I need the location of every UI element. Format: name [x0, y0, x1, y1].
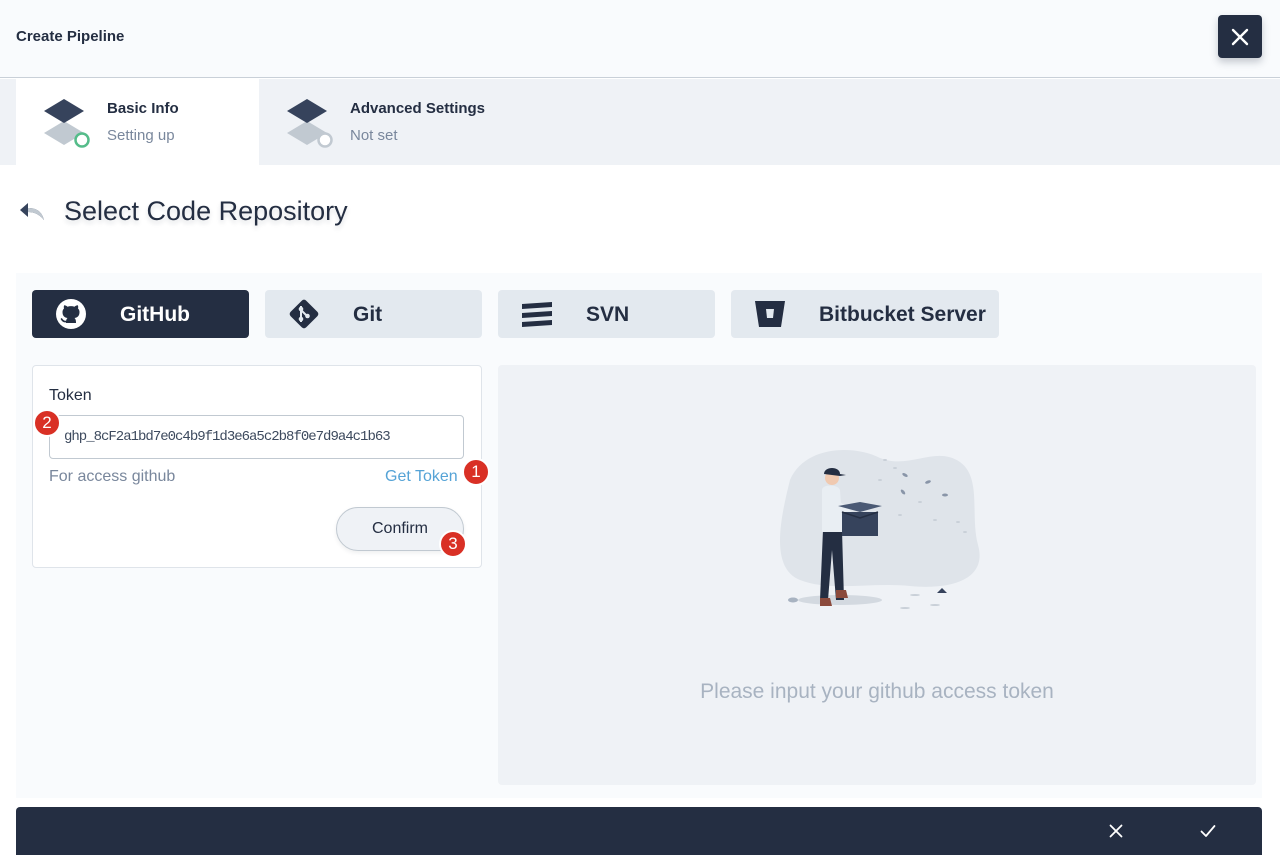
modal-footer	[16, 807, 1262, 855]
submit-button[interactable]	[1196, 819, 1220, 843]
check-icon	[1200, 825, 1216, 837]
tab-label: Git	[353, 303, 383, 326]
step-marker-1: 1	[462, 458, 490, 486]
page-title: Select Code Repository	[64, 196, 348, 226]
token-description: For access github	[49, 468, 176, 485]
tab-svn[interactable]: SVN	[498, 290, 715, 338]
get-token-link[interactable]: Get Token	[385, 468, 458, 485]
tab-bitbucket-server[interactable]: Bitbucket Server	[731, 290, 999, 338]
tab-label: SVN	[586, 303, 630, 326]
token-label: Token	[49, 387, 92, 404]
tab-label: Bitbucket Server	[819, 303, 986, 326]
token-input[interactable]	[49, 415, 464, 459]
layers-icon	[44, 99, 90, 148]
tab-label: GitHub	[120, 303, 190, 326]
empty-state-message: Please input your github access token	[700, 680, 1054, 703]
step-bar: Basic Info Setting up Advanced Settings …	[0, 79, 1280, 165]
close-icon	[1109, 824, 1123, 838]
step-marker-3: 3	[439, 530, 467, 558]
git-icon	[287, 298, 321, 330]
person-holding-box-illustration	[780, 450, 980, 609]
step-status: Not set	[350, 127, 398, 144]
close-button[interactable]	[1218, 15, 1262, 58]
github-icon	[54, 298, 88, 330]
tab-github[interactable]: GitHub	[32, 290, 249, 338]
bitbucket-icon	[753, 298, 787, 330]
close-icon	[1231, 28, 1249, 45]
step-basic-info[interactable]: Basic Info Setting up	[16, 79, 259, 165]
step-status: Setting up	[107, 127, 175, 144]
step-marker-2: 2	[33, 409, 61, 437]
step-advanced-settings[interactable]: Advanced Settings Not set	[259, 79, 559, 165]
modal-header: Create Pipeline	[0, 0, 1280, 78]
step-title: Basic Info	[107, 100, 179, 117]
cancel-button[interactable]	[1104, 819, 1128, 843]
svn-icon	[520, 298, 554, 330]
tab-git[interactable]: Git	[265, 290, 482, 338]
modal-title: Create Pipeline	[16, 28, 125, 45]
back-arrow-icon[interactable]	[18, 199, 48, 223]
step-title: Advanced Settings	[350, 100, 486, 117]
layers-icon	[287, 99, 333, 148]
